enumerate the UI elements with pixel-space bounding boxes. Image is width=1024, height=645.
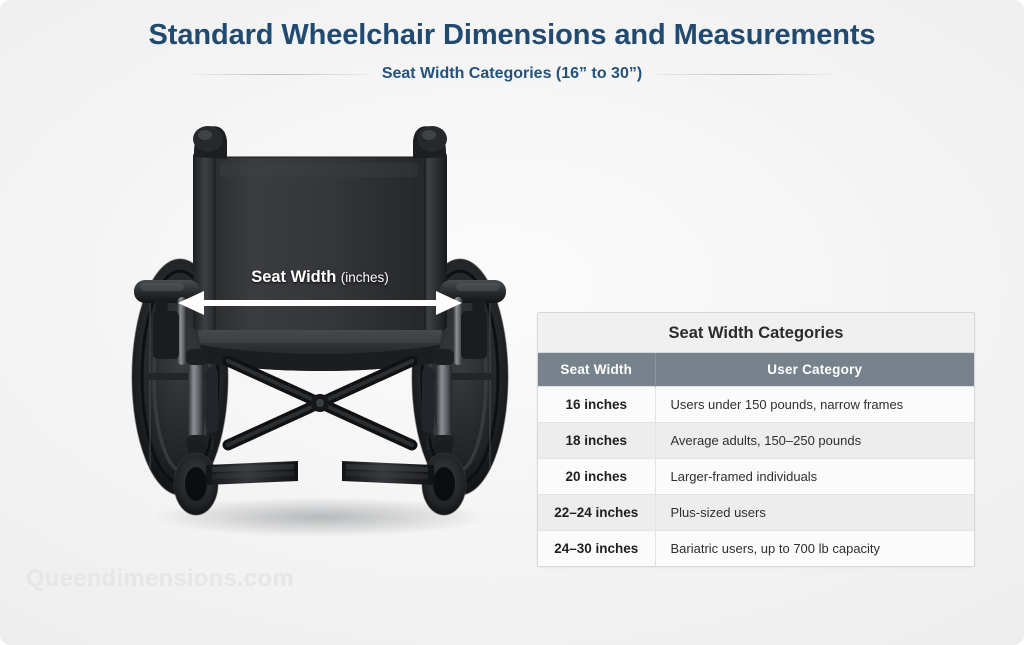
footplate-left: [206, 461, 298, 485]
table-row: 16 inches Users under 150 pounds, narrow…: [538, 385, 974, 422]
push-handle-left: [193, 126, 227, 159]
seat-width-arrow: [178, 291, 462, 315]
table-row: 22–24 inches Plus-sized users: [538, 493, 974, 530]
cell-user-category: Users under 150 pounds, narrow frames: [655, 385, 974, 422]
cell-seat-width: 18 inches: [538, 421, 656, 458]
page-title: Standard Wheelchair Dimensions and Measu…: [148, 19, 876, 51]
column-header-user-category: User Category: [655, 353, 974, 386]
backrest: [193, 150, 447, 336]
cell-seat-width: 22–24 inches: [538, 493, 656, 530]
armrest-left: [134, 280, 200, 365]
divider-line-left: [181, 73, 368, 75]
side-frame-left: [186, 349, 218, 451]
table-row: 20 inches Larger-framed individuals: [538, 457, 974, 494]
table-row: 24–30 inches Bariatric users, up to 700 …: [538, 529, 974, 566]
page-subtitle: Seat Width Categories (16” to 30”): [381, 65, 643, 82]
frame-cross-brace: [222, 355, 418, 451]
divider-line-right: [656, 73, 843, 75]
subtitle-row: Seat Width Categories (16” to 30”): [0, 61, 1024, 87]
table-header-row: Seat Width User Category: [538, 353, 974, 386]
header: Standard Wheelchair Dimensions and Measu…: [0, 0, 1024, 100]
cell-user-category: Larger-framed individuals: [655, 457, 974, 494]
watermark: Queendimensions.com: [26, 565, 294, 592]
cell-seat-width: 16 inches: [538, 385, 656, 422]
seat-width-categories-table: Seat Width Categories Seat Width User Ca…: [537, 312, 975, 567]
push-handle-right: [413, 126, 447, 159]
column-header-seat-width: Seat Width: [538, 353, 656, 386]
wheelchair-graphic: [131, 126, 509, 537]
table-body: 16 inches Users under 150 pounds, narrow…: [538, 385, 974, 566]
wheelchair-illustration: Seat Width (inches): [120, 105, 520, 555]
cell-user-category: Average adults, 150–250 pounds: [655, 421, 974, 458]
footplate-right: [342, 461, 434, 485]
table-head: Seat Width User Category: [538, 353, 974, 386]
seat-cushion: [198, 330, 442, 371]
armrest-right: [440, 280, 506, 365]
cell-user-category: Bariatric users, up to 700 lb capacity: [655, 529, 974, 566]
cell-seat-width: 20 inches: [538, 457, 656, 494]
table-row: 18 inches Average adults, 150–250 pounds: [538, 421, 974, 458]
categories-table: Seat Width User Category 16 inches Users…: [538, 353, 974, 566]
cell-seat-width: 24–30 inches: [538, 529, 656, 566]
table-title: Seat Width Categories: [538, 313, 974, 353]
cell-user-category: Plus-sized users: [655, 493, 974, 530]
